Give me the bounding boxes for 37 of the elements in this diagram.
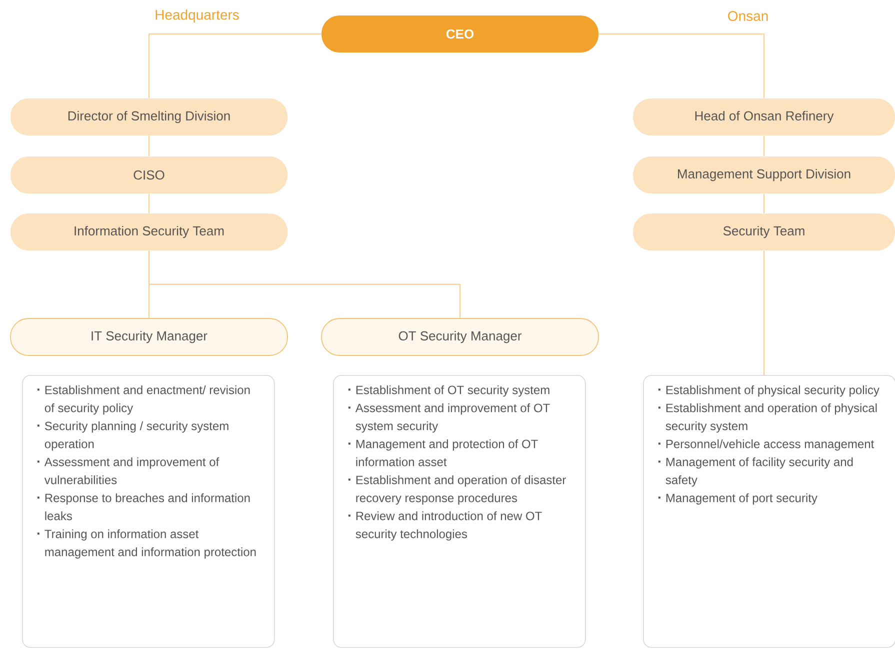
list-item: Assessment and improvement of OT system security — [348, 403, 550, 433]
list-item: Review and introduction of new OT security technologies — [348, 511, 542, 541]
role-box: Head of Onsan Refinery — [633, 98, 895, 136]
list-item: Establishment of physical security policy — [658, 385, 880, 397]
connector-line — [763, 136, 765, 156]
connector-line — [148, 33, 322, 98]
list-item: Establishment of OT security system — [348, 385, 550, 397]
group-label: Headquarters — [156, 9, 239, 23]
group-label: Onsan — [728, 11, 768, 21]
connector-line — [148, 250, 461, 318]
role-box: Information Security Team — [10, 214, 288, 250]
list-item: Establishment and enactment/ revision of security policy — [37, 385, 250, 415]
list-item: Security planning / security system operation — [37, 421, 228, 451]
list-item: Management of facility security and safety — [658, 457, 853, 487]
duty-list-box — [643, 375, 895, 648]
connector-line — [148, 194, 150, 214]
role-box: CISO — [10, 156, 288, 194]
connector-line — [148, 136, 150, 156]
list-item: Assessment and improvement of vulnerabilities — [37, 457, 220, 484]
list-item: Personnel/vehicle access management — [658, 439, 874, 451]
role-box: Security Team — [633, 214, 895, 250]
list-item: Management of port security — [658, 493, 818, 505]
role-box: Management Support Division — [633, 156, 895, 194]
connector-line — [763, 194, 765, 214]
manager-box: OT Security Manager — [321, 318, 599, 356]
duty-list-box — [333, 375, 586, 648]
duty-list-box — [22, 375, 275, 648]
role-box: Director of Smelting Division — [10, 98, 288, 136]
list-item: Response to breaches and information leaks — [37, 493, 250, 520]
connector-line — [763, 250, 765, 375]
list-item: Establishment and operation of physical security system — [658, 403, 877, 433]
connector-line — [598, 33, 765, 98]
list-item: Management and protection of OT information asset — [348, 439, 538, 466]
ceo-box: CEO — [322, 16, 598, 52]
manager-box: IT Security Manager — [10, 318, 288, 356]
list-item: Training on information asset management and information protection — [37, 529, 256, 559]
list-item: Establishment and operation of disaster recovery response procedures — [348, 475, 566, 505]
